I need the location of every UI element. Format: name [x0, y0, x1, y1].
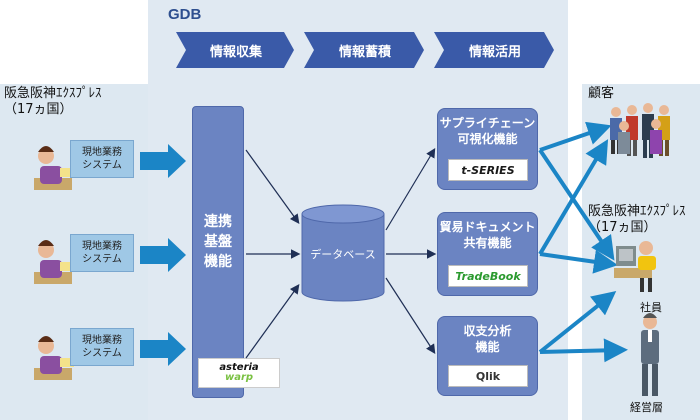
core-label-line: 基盤	[204, 234, 232, 250]
input-arrow-3	[140, 332, 186, 366]
qlik-logo: Qlik	[448, 365, 528, 387]
logo-text-asteria: asteria	[219, 362, 259, 373]
integration-platform-label: 連携 基盤 機能	[192, 212, 244, 272]
input-arrow-1	[140, 144, 186, 178]
right-region-label: 阪急阪神ｴｸｽﾌﾟﾚｽ （17ヵ国）	[588, 204, 686, 235]
core-label-line: 機能	[204, 254, 232, 270]
connector-core-db-top	[245, 149, 300, 224]
database-label: データベース	[310, 248, 376, 261]
step-label-use: 情報活用	[468, 44, 521, 60]
local-system-label: システム	[82, 254, 122, 265]
left-region-label: 阪急阪神ｴｸｽﾌﾟﾚｽ （17ヵ国）	[4, 86, 102, 117]
input-arrow-2	[140, 238, 186, 272]
function-label: 可視化機能	[457, 132, 518, 146]
connector-db-func-1	[385, 147, 436, 231]
function-label: 収支分析	[463, 324, 512, 338]
local-system-label: 現地業務	[82, 241, 122, 252]
output-arrow-2b	[539, 249, 618, 274]
local-system-label: 現地業務	[82, 147, 122, 158]
staff-label: 社員	[640, 301, 662, 314]
step-label-store: 情報蓄積	[338, 44, 391, 60]
asteria-warp-logo: asteria warp	[198, 358, 280, 388]
connector-core-db-bottom	[245, 284, 300, 359]
integration-platform-box	[192, 106, 244, 398]
local-system-box-1: 現地業務 システム	[70, 140, 134, 178]
output-arrow-3b	[539, 338, 628, 363]
function-label: 貿易ドキュメント	[439, 220, 536, 234]
output-arrow-3a	[538, 291, 617, 354]
function-box-supply-chain: サプライチェーン 可視化機能 t-SERIES	[437, 108, 538, 190]
chevron-step-3	[434, 32, 554, 68]
operator-icon-1	[34, 146, 74, 190]
output-arrow-2a	[538, 139, 609, 256]
chevron-step-2	[304, 32, 424, 68]
operator-icon-2	[34, 240, 74, 284]
core-label-line: 連携	[204, 214, 232, 230]
local-system-box-3: 現地業務 システム	[70, 328, 134, 366]
local-system-box-2: 現地業務 システム	[70, 234, 134, 272]
executive-icon	[641, 313, 659, 396]
staff-icon	[614, 241, 656, 292]
local-system-label: 現地業務	[82, 335, 122, 346]
t-series-logo: t-SERIES	[448, 159, 528, 181]
chevron-step-1	[176, 32, 294, 68]
local-system-label: システム	[82, 348, 122, 359]
function-label: サプライチェーン	[439, 116, 536, 130]
output-arrow-1b	[538, 148, 615, 261]
customers-label: 顧客	[588, 86, 615, 101]
connector-db-func-3	[385, 277, 436, 355]
function-box-trade-docs: 貿易ドキュメント 共有機能 TradeBook	[437, 212, 538, 296]
tradebook-logo: TradeBook	[448, 265, 528, 287]
customers-group-icon	[610, 103, 670, 158]
step-label-collect: 情報収集	[209, 44, 262, 60]
function-box-profit-analysis: 収支分析 機能 Qlik	[437, 316, 538, 396]
output-arrow-1a	[539, 121, 612, 152]
function-label: 機能	[475, 340, 500, 354]
management-label: 経営層	[630, 401, 663, 414]
database-cylinder	[301, 204, 385, 302]
logo-text-warp: warp	[224, 372, 254, 383]
gdb-title: GDB	[168, 6, 202, 23]
function-label: 共有機能	[463, 236, 512, 250]
local-system-label: システム	[82, 160, 122, 171]
operator-icon-3	[34, 336, 74, 380]
